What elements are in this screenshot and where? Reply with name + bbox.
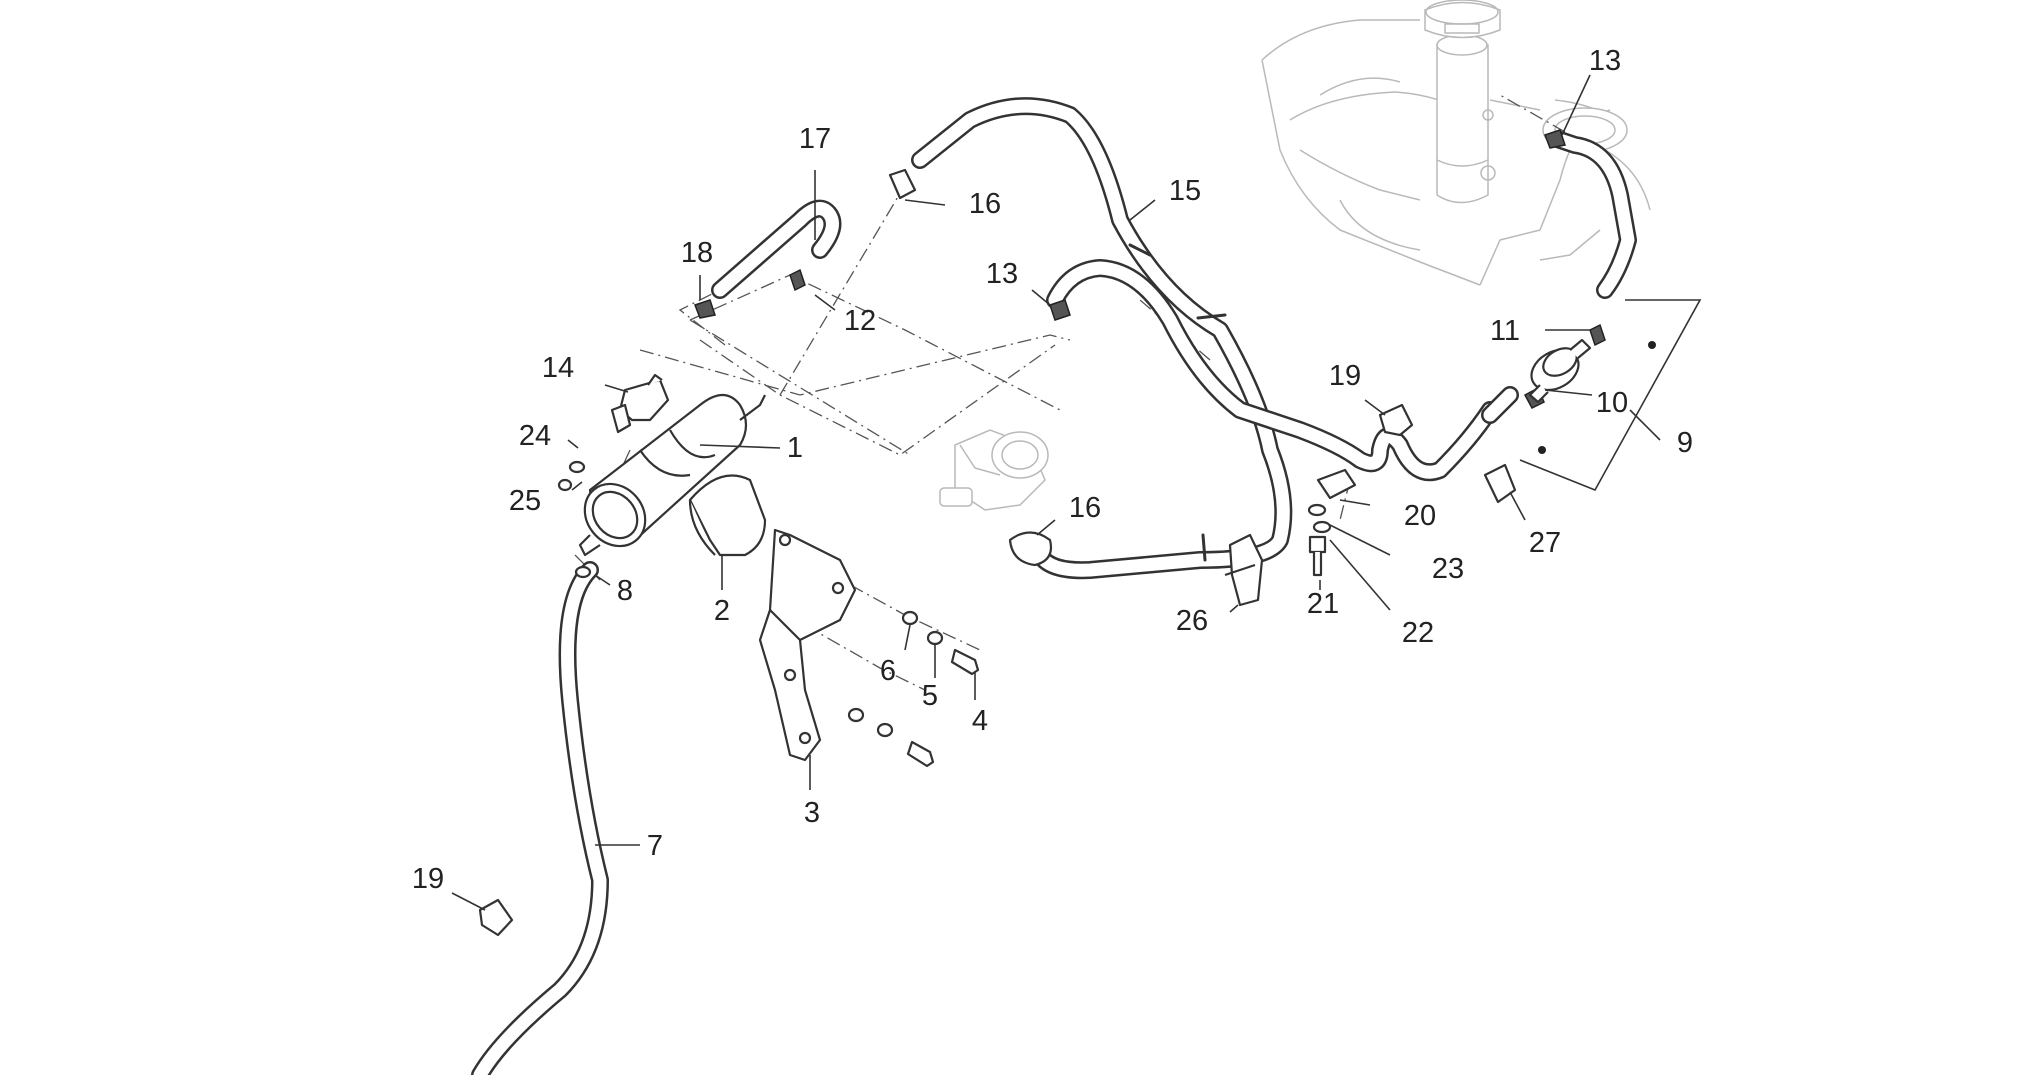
callout-19-lower: 19 (412, 863, 444, 895)
hose-17 (711, 199, 842, 299)
hose-13-mid (1046, 259, 1499, 482)
assembly-guides (574, 94, 1566, 691)
valve-10 (1528, 338, 1592, 404)
callout-10: 10 (1596, 387, 1628, 419)
callout-25: 25 (509, 485, 541, 517)
clamps (694, 129, 1606, 567)
clip-20 (1316, 468, 1357, 500)
callout-6: 6 (880, 655, 896, 687)
valve-14 (610, 373, 670, 434)
callout-9: 9 (1677, 427, 1693, 459)
ghost-throttle-body (939, 429, 1049, 511)
bracket-9-lines (1519, 299, 1702, 492)
callout-19-upper: 19 (1329, 360, 1361, 392)
clip-19-lower (478, 898, 514, 937)
callout-12: 12 (844, 305, 876, 337)
callout-11: 11 (1490, 315, 1520, 347)
callout-13-mid: 13 (986, 258, 1018, 290)
strap-2 (688, 474, 767, 557)
callout-26: 26 (1176, 605, 1208, 637)
callout-13-top: 13 (1589, 45, 1621, 77)
callout-1: 1 (787, 432, 803, 464)
callout-24: 24 (519, 420, 551, 452)
callout-labels: 1 2 3 4 5 6 7 8 9 10 11 12 13 13 14 15 1… (412, 45, 1693, 895)
callout-5: 5 (922, 680, 938, 712)
screw-21 (1307, 503, 1332, 577)
callout-3: 3 (804, 797, 820, 829)
bracket-3 (758, 528, 857, 762)
callout-21: 21 (1307, 588, 1339, 620)
callout-8: 8 (617, 575, 633, 607)
callout-27: 27 (1529, 527, 1561, 559)
callout-20: 20 (1404, 500, 1436, 532)
clip-27 (1483, 463, 1517, 504)
hose-9-lower (1481, 386, 1519, 424)
callout-7: 7 (647, 830, 663, 862)
leader-lines (451, 74, 1661, 911)
callout-4: 4 (972, 705, 988, 737)
callout-23: 23 (1432, 553, 1464, 585)
callout-16-top: 16 (969, 188, 1001, 220)
hose-7 (471, 561, 609, 1075)
clip-26 (1224, 533, 1264, 607)
callout-17: 17 (799, 123, 831, 155)
hose-13-top (1551, 131, 1637, 299)
canister-1 (578, 393, 766, 557)
callout-2: 2 (714, 595, 730, 627)
callout-14: 14 (542, 352, 574, 384)
callout-15: 15 (1169, 175, 1201, 207)
clip-19-upper (1378, 403, 1414, 437)
callout-16-mid: 16 (1069, 492, 1101, 524)
callout-22: 22 (1402, 617, 1434, 649)
callout-18: 18 (681, 237, 713, 269)
hardware (557, 460, 980, 768)
